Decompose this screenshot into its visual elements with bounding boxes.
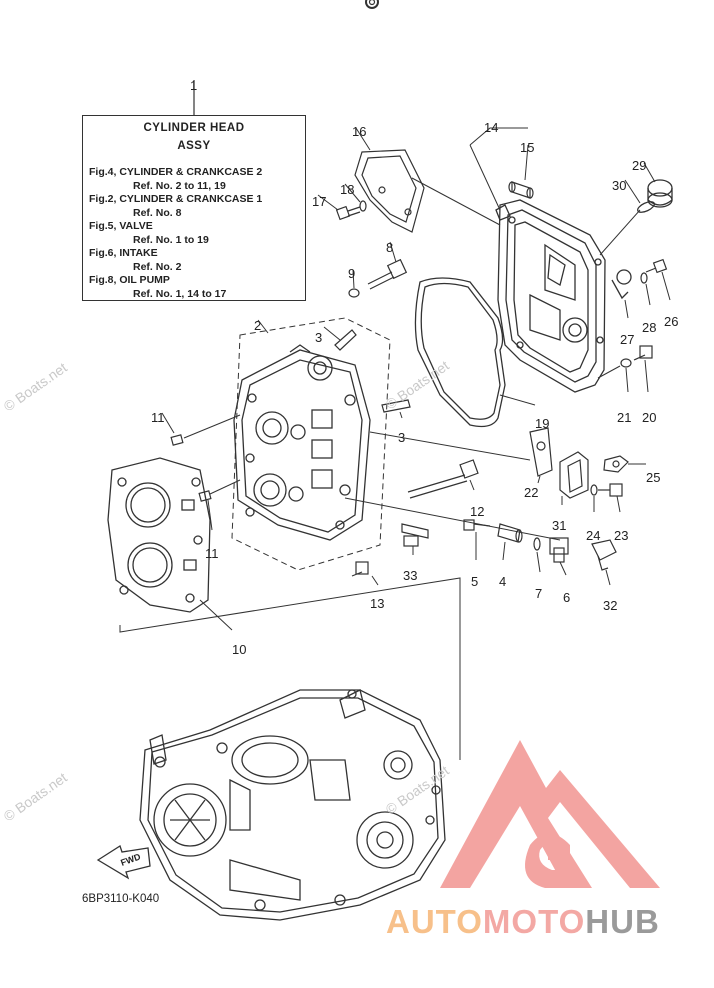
legend-subtitle: ASSY — [177, 140, 211, 152]
callout-29: 29 — [632, 158, 646, 173]
callout-23: 23 — [614, 528, 628, 543]
legend-line: Ref. No. 2 — [133, 261, 182, 273]
callout-19: 19 — [535, 416, 549, 431]
callout-11: 11 — [151, 410, 165, 425]
logo-part-auto: AUTO — [386, 903, 483, 940]
callout-33: 33 — [403, 568, 417, 583]
part-33-sensor — [401, 523, 429, 547]
callout-22: 22 — [524, 485, 538, 500]
callout-31: 31 — [552, 518, 566, 533]
legend-line: Ref. No. 2 to 11, 19 — [133, 180, 226, 192]
logo-part-moto: MOTO — [482, 903, 586, 940]
legend-title: CYLINDER HEAD — [143, 122, 245, 134]
legend-line: Fig.5, VALVE — [89, 220, 153, 232]
callout-12: 12 — [470, 504, 484, 519]
legend-line: Ref. No. 1 to 19 — [133, 234, 209, 246]
part-29-plug — [647, 179, 673, 208]
watermarks: © Boats.net © Boats.net © Boats.net © Bo… — [1, 357, 452, 824]
callout-30: 30 — [612, 178, 626, 193]
callout-17: 17 — [312, 194, 326, 209]
callout-2: 2 — [254, 318, 261, 333]
callout-25: 25 — [646, 470, 660, 485]
part-25-clip — [603, 455, 629, 473]
part-18-washer — [359, 200, 367, 212]
part-14-cover — [495, 199, 606, 393]
callout-14: 14 — [484, 120, 498, 135]
fwd-arrow-icon: FWD — [96, 845, 151, 880]
callout-20: 20 — [642, 410, 656, 425]
callout-21: 21 — [617, 410, 631, 425]
part-17-bolt — [335, 205, 361, 221]
svg-text:© Boats.net: © Boats.net — [383, 357, 452, 412]
part-2-cylinder-head — [233, 344, 371, 541]
svg-text:© Boats.net: © Boats.net — [1, 359, 70, 414]
callout-28: 28 — [642, 320, 656, 335]
part-24-washer — [590, 484, 598, 496]
part-6-fitting — [549, 537, 569, 563]
part-3-plug — [334, 329, 411, 413]
part-31-bracket — [559, 451, 589, 499]
logo-part-hub: HUB — [585, 903, 660, 940]
callout-1: 1 — [190, 78, 197, 93]
callout-27: 27 — [620, 332, 634, 347]
part-27-bolt — [645, 258, 668, 274]
crankcase-block — [139, 689, 446, 921]
part-30-oring — [637, 201, 655, 213]
part-16-gasket — [354, 149, 425, 233]
callout-6: 6 — [563, 590, 570, 605]
diagram-code: 6BP3110-K040 — [82, 893, 160, 905]
part-20-bolt — [633, 345, 653, 361]
callout-13: 13 — [370, 596, 384, 611]
part-22-bracket — [529, 427, 553, 477]
legend-line: Ref. No. 8 — [133, 207, 182, 219]
part-15-pin — [508, 181, 534, 199]
automotohub-logo-text: AUTOMOTOHUB — [386, 903, 660, 941]
svg-text:© Boats.net: © Boats.net — [1, 769, 70, 824]
callout-32: 32 — [603, 598, 617, 613]
callout-26: 26 — [664, 314, 678, 329]
callout-16: 16 — [352, 124, 366, 139]
part-10-head-gasket — [107, 457, 211, 613]
callout-8: 8 — [386, 240, 393, 255]
part-28-washer — [640, 272, 648, 284]
legend-box: CYLINDER HEAD ASSY Fig.4, CYLINDER & CRA… — [82, 115, 306, 301]
part-4-sleeve — [497, 523, 523, 543]
callout-9: 9 — [348, 266, 355, 281]
callout-5: 5 — [471, 574, 478, 589]
part-2-dashed-outline — [231, 317, 391, 571]
callout-7: 7 — [535, 586, 542, 601]
legend-line: Fig.6, INTAKE — [89, 247, 158, 259]
part-7-oring — [533, 537, 541, 551]
legend-line: Ref. No. 1, 14 to 17 — [133, 288, 227, 300]
part-32-sensor — [591, 539, 617, 571]
callout-3: 3 — [398, 430, 405, 445]
callout-3: 3 — [315, 330, 322, 345]
top-mark-icon — [365, 0, 379, 9]
callout-10: 10 — [232, 642, 246, 657]
part-21-washer — [620, 358, 632, 368]
part-26-fitting — [611, 269, 632, 300]
part-13-bolt — [351, 561, 369, 577]
part-19-gasket — [414, 277, 506, 428]
callout-15: 15 — [520, 140, 534, 155]
part-8-bolt — [367, 258, 408, 290]
callout-18: 18 — [340, 182, 354, 197]
part-23-bolt — [598, 483, 623, 497]
part-12-bolt — [407, 459, 479, 499]
callout-24: 24 — [586, 528, 600, 543]
callout-4: 4 — [499, 574, 506, 589]
legend-line: Fig.4, CYLINDER & CRANKCASE 2 — [89, 166, 263, 178]
callout-11: 11 — [205, 546, 219, 561]
part-11-dowel — [170, 434, 212, 502]
automotohub-logo-icon — [440, 740, 660, 888]
part-9-washer — [348, 288, 360, 298]
legend-line: Fig.8, OIL PUMP — [89, 274, 170, 286]
legend-line: Fig.2, CYLINDER & CRANKCASE 1 — [89, 193, 263, 205]
